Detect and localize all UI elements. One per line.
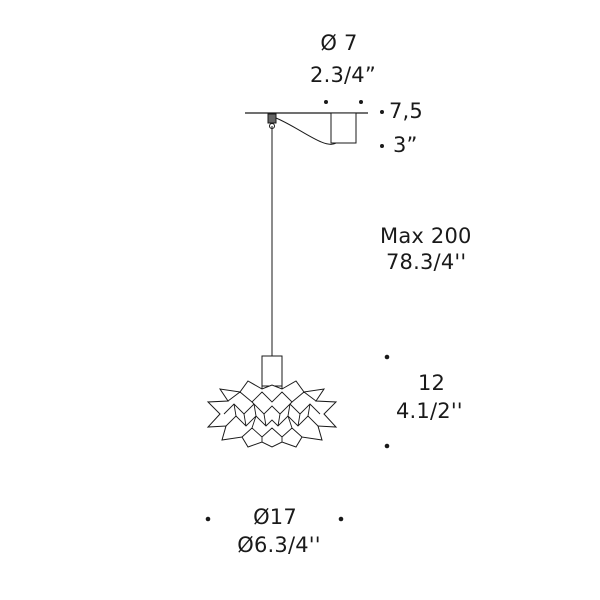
dim-dot-canopy-left [324,100,328,104]
dim-dot-canopy-bottom [380,144,384,148]
canopy [330,112,357,144]
max-length-imperial: 78.3/4'' [386,250,467,274]
canopy-diameter-imperial: 2.3/4” [310,63,376,87]
canopy-diameter-metric: Ø 7 [320,31,358,55]
dim-dot-shade-top [384,354,390,360]
dim-dot-shade-right [338,516,344,522]
shade-outline [206,380,338,448]
dim-dot-canopy-right [359,100,363,104]
cable-anchor [267,113,277,124]
dim-dot-canopy-top [380,110,384,114]
lamp-socket [261,355,283,390]
shade-diameter-imperial: Ø6.3/4'' [237,533,321,557]
power-cord [275,117,337,145]
dim-dot-shade-left [205,516,211,522]
shade-height-metric: 12 [418,371,446,395]
shade-pattern [223,391,321,442]
shade-height-imperial: 4.1/2'' [396,399,463,423]
dim-dot-shade-bottom [384,443,390,449]
canopy-height-imperial: 3” [393,133,418,157]
shade-diameter-metric: Ø17 [253,505,297,529]
canopy-height-metric: 7,5 [389,99,423,123]
max-length-metric: Max 200 [380,224,472,248]
